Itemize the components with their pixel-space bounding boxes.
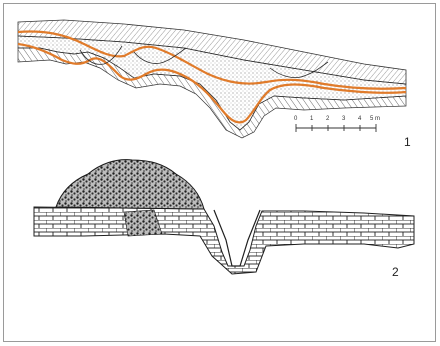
scale-tick-4: 4 [358, 116, 362, 122]
v-ditch [213, 209, 261, 267]
scale-tick-1: 1 [310, 116, 314, 122]
panel-label-2: 2 [392, 265, 399, 279]
figure-frame: 0 1 2 3 4 5 m 1 2 [3, 3, 436, 342]
scale-tick-5: 5 m [370, 116, 381, 122]
orange-trace-upper [17, 30, 407, 90]
ditch-profile-2 [133, 47, 187, 64]
section-2 [33, 159, 415, 275]
orange-trace-lower [17, 42, 407, 124]
scale-tick-2: 2 [326, 116, 330, 122]
rubble-mound [55, 159, 205, 210]
scale-tick-0: 0 [294, 116, 298, 122]
ditch-profile-3 [269, 61, 329, 78]
scale-tick-3: 3 [342, 116, 346, 122]
section-1 [17, 19, 407, 139]
scale-bar [295, 124, 377, 132]
rampart-core [123, 209, 163, 237]
section-drawing [17, 19, 415, 275]
panel-label-1: 1 [404, 135, 411, 149]
ditch-profile-1 [79, 45, 123, 65]
